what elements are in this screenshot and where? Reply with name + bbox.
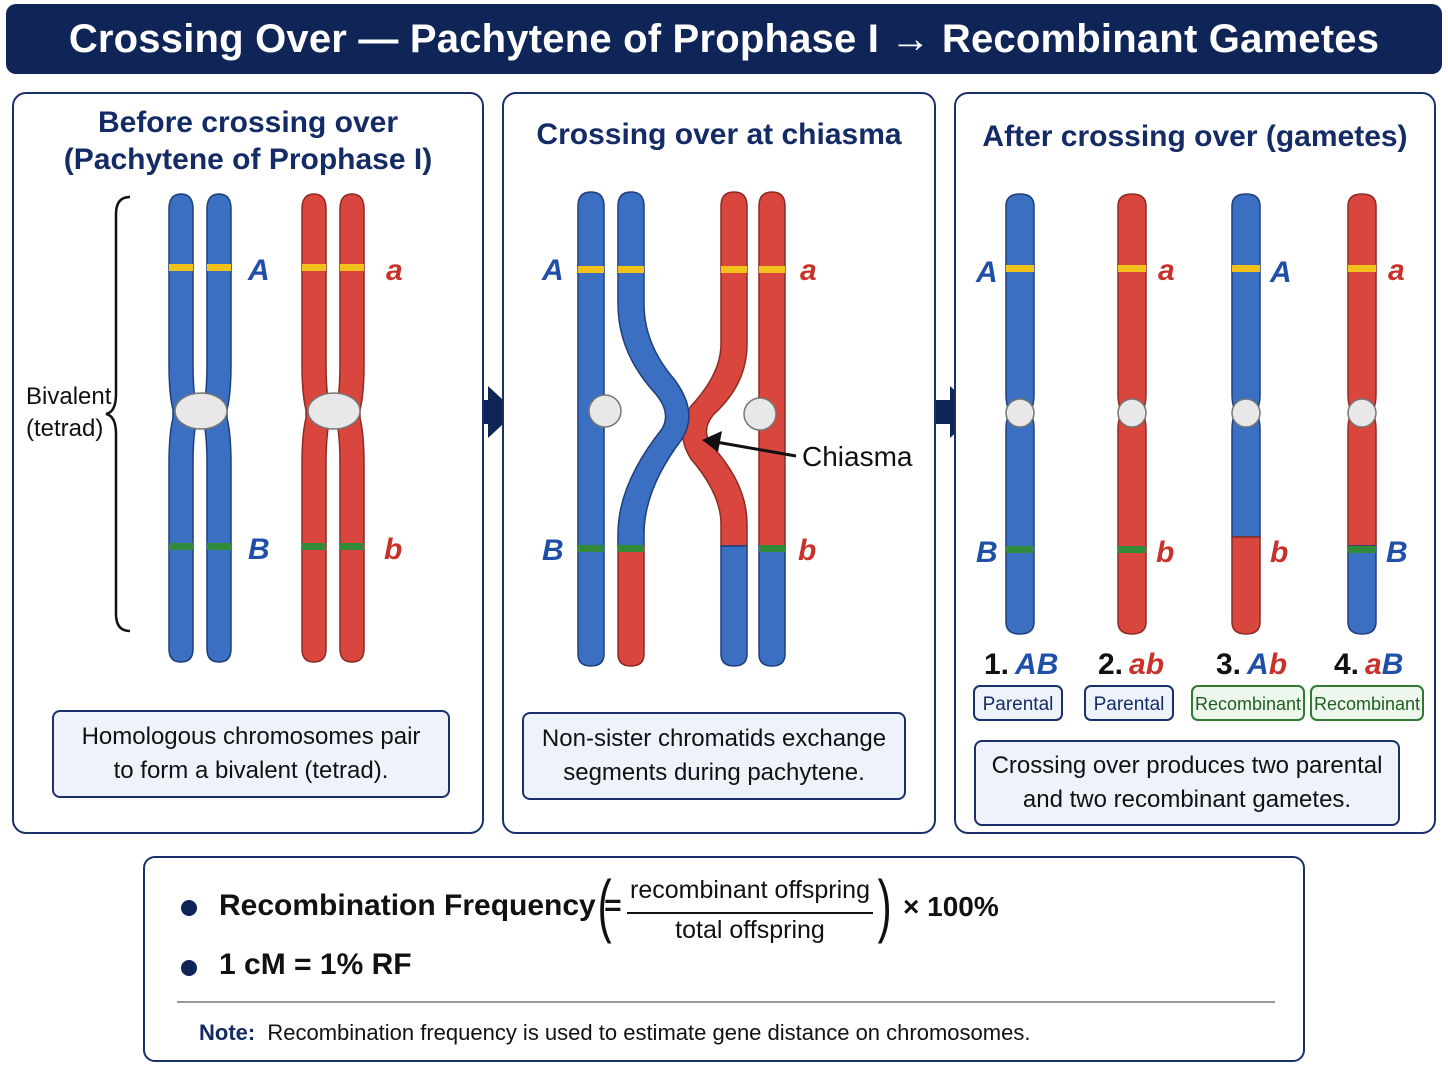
allele-a: a — [800, 254, 817, 287]
allele-b: b — [798, 534, 816, 567]
caption-line1: Homologous chromosomes pair — [81, 723, 421, 750]
caption-line2: to form a bivalent (tetrad). — [113, 757, 389, 784]
gamete-chromosome-1 — [1005, 193, 1035, 635]
caption-box: Non-sister chromatids exchange segments … — [522, 712, 906, 800]
divider — [177, 1001, 1275, 1003]
svg-text:Recombinant: Recombinant — [1314, 694, 1420, 714]
gamete-2-label: 2.ab — [1098, 648, 1164, 681]
gamete-chromosome-3 — [1231, 193, 1261, 635]
note-label: Note: — [199, 1020, 256, 1045]
bivalent-bracket — [105, 195, 131, 633]
svg-text:Parental: Parental — [1094, 694, 1165, 715]
centromere — [588, 394, 622, 428]
panel-title-line1: Before crossing over — [97, 106, 399, 139]
note-text: Recombination frequency is used to estim… — [267, 1020, 1031, 1045]
chiasma-diagram: Chiasma A B a b — [541, 191, 913, 667]
chromatid-red-inner — [681, 191, 748, 667]
rf-label: Recombination Frequency = — [219, 889, 622, 922]
chiasma-label: Chiasma — [802, 441, 913, 472]
cm-rule: 1 cM = 1% RF — [219, 948, 412, 981]
rf-numerator: recombinant offspring — [630, 876, 870, 904]
chromatid-blue-inner — [617, 191, 690, 667]
gamete-3-type-badge: Recombinant — [1191, 685, 1305, 721]
arrow-head-icon — [702, 431, 722, 452]
centromere — [307, 392, 361, 430]
gamete-2-top-allele: a — [1158, 254, 1175, 287]
caption-box: Crossing over produces two parental and … — [974, 740, 1400, 826]
title-bar: Crossing Over — Pachytene of Prophase I … — [6, 4, 1442, 74]
bracket-label-line1: Bivalent — [26, 383, 112, 410]
panel-crossing-over: Crossing over at chiasma — [502, 92, 936, 834]
bracket-label-line2: (tetrad) — [26, 415, 103, 442]
allele-A: A — [247, 254, 270, 287]
bullet-icon — [181, 900, 197, 916]
allele-B: B — [248, 533, 270, 566]
caption-line2: segments during pachytene. — [563, 759, 865, 786]
rf-multiplier: × 100% — [903, 891, 999, 922]
bullet-icon — [181, 960, 197, 976]
svg-text:Parental: Parental — [983, 694, 1054, 715]
gamete-1-top-allele: A — [975, 256, 998, 289]
allele-B: B — [542, 534, 564, 567]
centromere — [743, 397, 777, 431]
chromatid-blue-2 — [202, 193, 232, 663]
gamete-3-bottom-allele: b — [1270, 536, 1288, 569]
gamete-chromosome-4 — [1347, 193, 1377, 635]
panel-title: After crossing over (gametes) — [982, 120, 1408, 153]
left-paren: ( — [597, 866, 612, 944]
rf-fraction: recombinant offspring total offspring — [615, 870, 885, 950]
gamete-1-type-badge: Parental — [973, 685, 1063, 721]
formula-box: Recombination Frequency = ( recombinant … — [143, 856, 1305, 1062]
caption-box: Homologous chromosomes pair to form a bi… — [52, 710, 450, 798]
chromatid-blue-outer — [577, 191, 605, 667]
gamete-chromosome-2 — [1117, 193, 1147, 635]
gamete-2-type-badge: Parental — [1084, 685, 1174, 721]
allele-A: A — [541, 254, 564, 287]
gamete-1-bottom-allele: B — [976, 536, 998, 569]
gamete-4-bottom-allele: B — [1386, 536, 1408, 569]
chiasma-pointer — [715, 440, 797, 458]
svg-text:Recombinant: Recombinant — [1195, 694, 1301, 714]
chromatid-red-outer — [758, 191, 786, 667]
caption-line1: Non-sister chromatids exchange — [541, 725, 887, 752]
gamete-2-bottom-allele: b — [1156, 536, 1174, 569]
gamete-4-top-allele: a — [1388, 254, 1405, 287]
gamete-4-type-badge: Recombinant — [1310, 685, 1424, 721]
gamete-1-label: 1.AB — [984, 648, 1058, 681]
panel-before-crossing-over: Before crossing over (Pachytene of Proph… — [12, 92, 484, 834]
chromatid-blue-1 — [168, 193, 198, 663]
panel-title: Crossing over at chiasma — [536, 118, 902, 151]
note: Note: Recombination frequency is used to… — [199, 1020, 1030, 1046]
chromatid-red-1 — [301, 193, 331, 663]
gamete-3-label: 3.Ab — [1216, 648, 1287, 681]
bivalent-diagram: Bivalent (tetrad) A B a b — [26, 193, 403, 663]
centromere — [174, 392, 228, 430]
gamete-3-top-allele: A — [1269, 256, 1292, 289]
allele-b: b — [384, 533, 402, 566]
fraction-bar — [627, 912, 873, 914]
panel-after-crossing-over: After crossing over (gametes) — [954, 92, 1436, 834]
panel-title-line2: (Pachytene of Prophase I) — [63, 143, 433, 176]
allele-a: a — [386, 254, 403, 287]
caption-line2: and two recombinant gametes. — [1022, 786, 1352, 813]
gamete-4-label: 4.aB — [1334, 648, 1403, 681]
gametes-diagram: A B a b A b a B 1.AB 2.ab 3.Ab 4.aB Pare… — [973, 193, 1424, 721]
rf-denominator: total offspring — [675, 916, 825, 944]
right-paren: ) — [877, 866, 892, 944]
page-title: Crossing Over — Pachytene of Prophase I … — [68, 16, 1380, 61]
caption-line1: Crossing over produces two parental — [991, 752, 1383, 779]
